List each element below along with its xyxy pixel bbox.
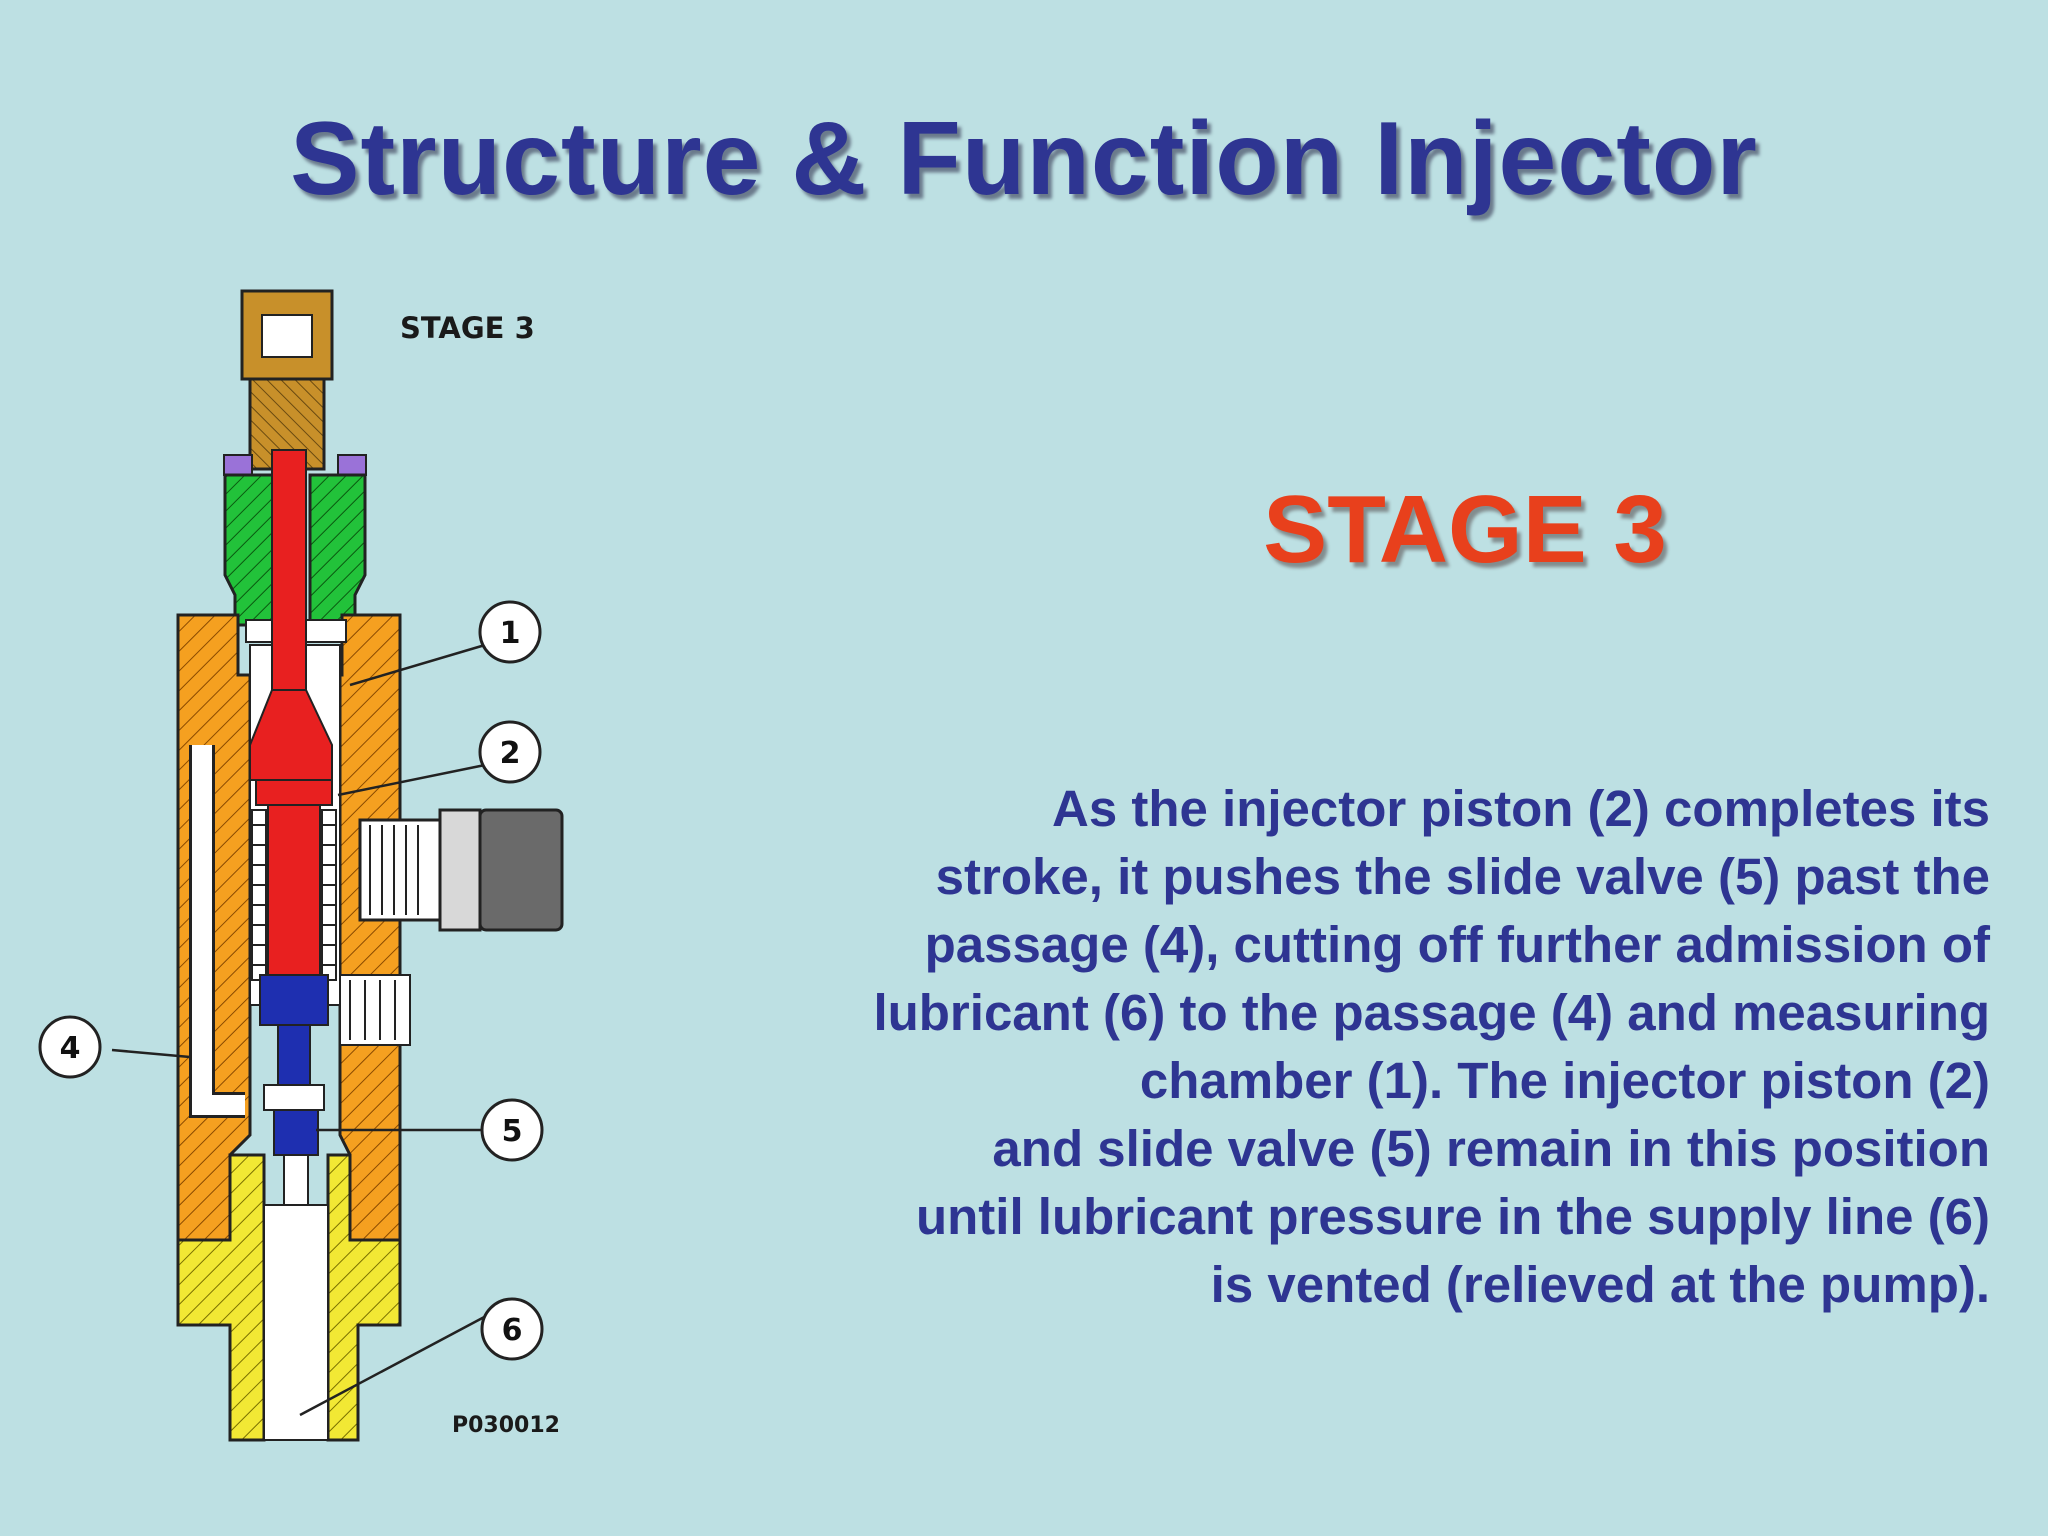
callout-6: 6: [480, 1297, 544, 1361]
callout-2: 2: [478, 720, 542, 784]
callout-6-label: 6: [502, 1313, 523, 1348]
callout-1-label: 1: [500, 616, 521, 651]
supply-inlet-base: [176, 1153, 402, 1442]
outlet-fitting: [339, 808, 564, 1046]
callout-4: 4: [38, 1015, 102, 1079]
leader-lines: [111, 643, 489, 1417]
injector-diagram: 1 2 4 5 6 STAGE 3 P030012: [20, 275, 580, 1455]
top-cap: [240, 289, 334, 471]
injector-piston-2: [249, 449, 333, 976]
callout-5-label: 5: [502, 1114, 523, 1149]
callout-4-label: 4: [60, 1031, 81, 1066]
callout-5: 5: [480, 1098, 544, 1162]
diagram-stage-label: STAGE 3: [400, 311, 535, 345]
callout-2-label: 2: [500, 736, 521, 771]
slide-valve-5: [259, 974, 329, 1206]
description-text: As the injector piston (2) completes its…: [873, 780, 1990, 1313]
injector-cross-section: 1 2 4 5 6 STAGE 3 P030012: [38, 289, 564, 1442]
slide-title: Structure & Function Injector: [290, 101, 1758, 217]
stage-heading: STAGE 3: [1263, 476, 1667, 583]
seal-rings: [223, 454, 367, 476]
part-code-label: P030012: [452, 1413, 560, 1438]
callout-1: 1: [478, 600, 542, 664]
